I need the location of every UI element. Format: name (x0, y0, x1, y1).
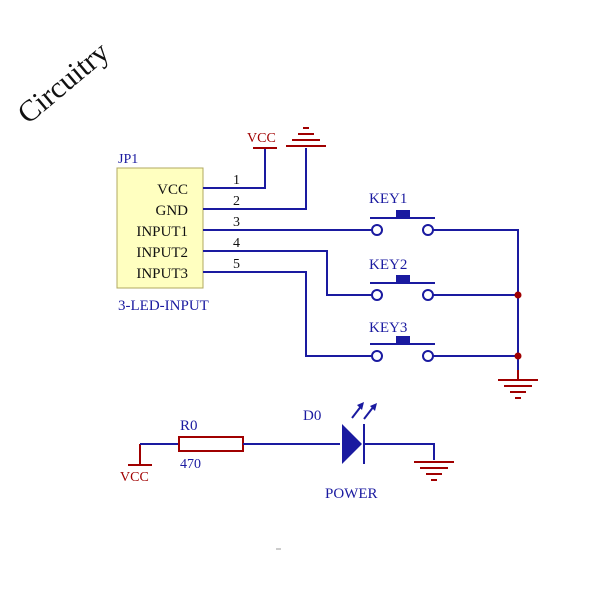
led-diode-icon (342, 402, 377, 464)
pin-label-4: INPUT2 (136, 245, 188, 261)
wire-pin5-key3 (203, 271, 372, 357)
junction-dot-key3 (514, 352, 522, 360)
resistor-body (178, 436, 244, 452)
wire-key1-common (433, 229, 519, 380)
vcc-label-top: VCC (247, 131, 276, 146)
connector-name: 3-LED-INPUT (118, 298, 209, 314)
led-name: POWER (325, 486, 378, 502)
key1-label: KEY1 (369, 191, 407, 207)
pin-label-2: GND (156, 203, 189, 219)
gnd-symbol-top (286, 127, 326, 147)
pin-number-5: 5 (233, 257, 240, 272)
gnd-symbol-led (414, 461, 454, 481)
pin-label-5: INPUT3 (136, 266, 188, 282)
wire-pin1-vcc (203, 148, 266, 189)
pin-label-3: INPUT1 (136, 224, 188, 240)
watermark-text: Circuitry (11, 35, 115, 130)
pin-number-2: 2 (233, 194, 240, 209)
key2-label: KEY2 (369, 257, 407, 273)
resistor-designator: R0 (180, 418, 198, 434)
pin-label-1: VCC (157, 182, 188, 198)
vcc-power-symbol-bottom (128, 444, 152, 466)
key1-switch (370, 210, 435, 236)
wire-pin2-gnd (203, 148, 307, 210)
key2-switch (370, 275, 435, 301)
resistor-value: 470 (180, 457, 201, 472)
led-designator: D0 (303, 408, 321, 424)
pin-number-1: 1 (233, 173, 240, 188)
key3-switch (370, 336, 435, 362)
vcc-label-bottom: VCC (120, 470, 149, 485)
key3-label: KEY3 (369, 320, 407, 336)
junction-dot-key2 (514, 291, 522, 299)
connector-body (116, 167, 204, 289)
connector-designator: JP1 (118, 152, 138, 167)
wire-pin4-key2 (203, 250, 372, 296)
pin-number-4: 4 (233, 236, 240, 251)
wire-led-gnd (364, 443, 435, 460)
pin-number-3: 3 (233, 215, 240, 230)
gnd-symbol-keys (498, 370, 538, 399)
